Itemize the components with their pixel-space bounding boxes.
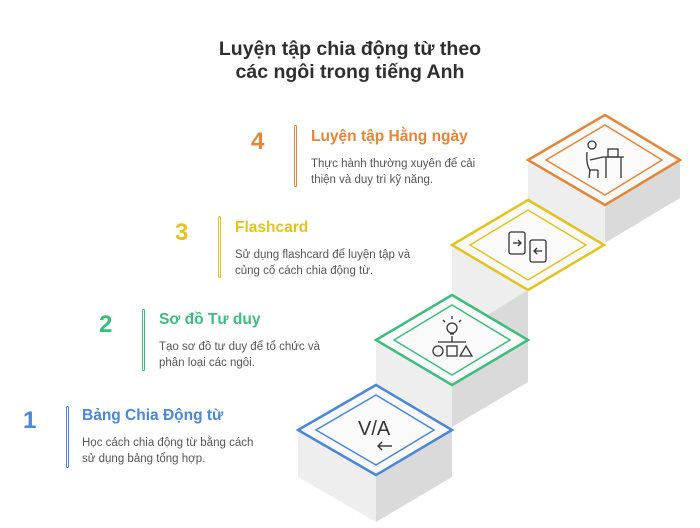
step-1-description: Học cách chia động từ bằng cách sử dụng …	[82, 435, 282, 467]
step-4-heading: Luyện tập Hằng ngày	[311, 128, 468, 145]
title-line-1: Luyện tập chia động từ theo	[218, 38, 482, 60]
step-2-bar	[142, 309, 145, 371]
title-line-2: các ngôi trong tiếng Anh	[235, 61, 465, 83]
step-4-number: 4	[251, 128, 265, 155]
mind-map-icon	[432, 316, 474, 357]
stair-step-4	[525, 113, 683, 243]
step-3-bar	[218, 216, 221, 278]
step-2-description: Tạo sơ đồ tư duy để tổ chức và phân loại…	[159, 339, 359, 371]
step-2-description-line-1: Tạo sơ đồ tư duy để tổ chức và	[159, 341, 321, 353]
step-3-heading: Flashcard	[235, 219, 309, 236]
step-3-number: 3	[175, 219, 189, 246]
step-1-number: 1	[23, 407, 37, 434]
step-4-description: Thực hành thường xuyên để cải thiện và d…	[311, 156, 511, 188]
step-1-heading: Bảng Chia Động từ	[82, 407, 224, 424]
step-4-description-line-2: thiện và duy trì kỹ năng.	[311, 174, 434, 186]
step-1-description-line-1: Học cách chia động từ bằng cách	[82, 437, 254, 449]
step-1-description-line-2: sử dụng bảng tổng hợp.	[82, 453, 206, 465]
verb-table-icon-text: V/A	[358, 418, 391, 440]
step-1-bar	[66, 406, 69, 468]
step-4-description-line-1: Thực hành thường xuyên để cải	[311, 158, 476, 170]
step-3-description-line-1: Sử dụng flashcard để luyện tập và	[235, 249, 411, 261]
step-2-description-line-2: phân loại các ngôi.	[159, 357, 255, 369]
page-title: Luyện tập chia động từ theo các ngôi tro…	[0, 38, 700, 84]
daily-practice-icon	[586, 140, 624, 179]
flashcard-icon	[508, 231, 547, 263]
step-3-description-line-2: củng cố cách chia động từ.	[235, 265, 374, 277]
stair-step-1	[295, 383, 455, 522]
step-4-bar	[294, 125, 297, 187]
stair-step-3	[449, 198, 607, 382]
step-2-number: 2	[99, 311, 113, 338]
step-2-heading: Sơ đồ Tư duy	[159, 311, 261, 328]
verb-table-icon: V/A	[358, 418, 392, 451]
step-3-description: Sử dụng flashcard để luyện tập và củng c…	[235, 247, 435, 279]
